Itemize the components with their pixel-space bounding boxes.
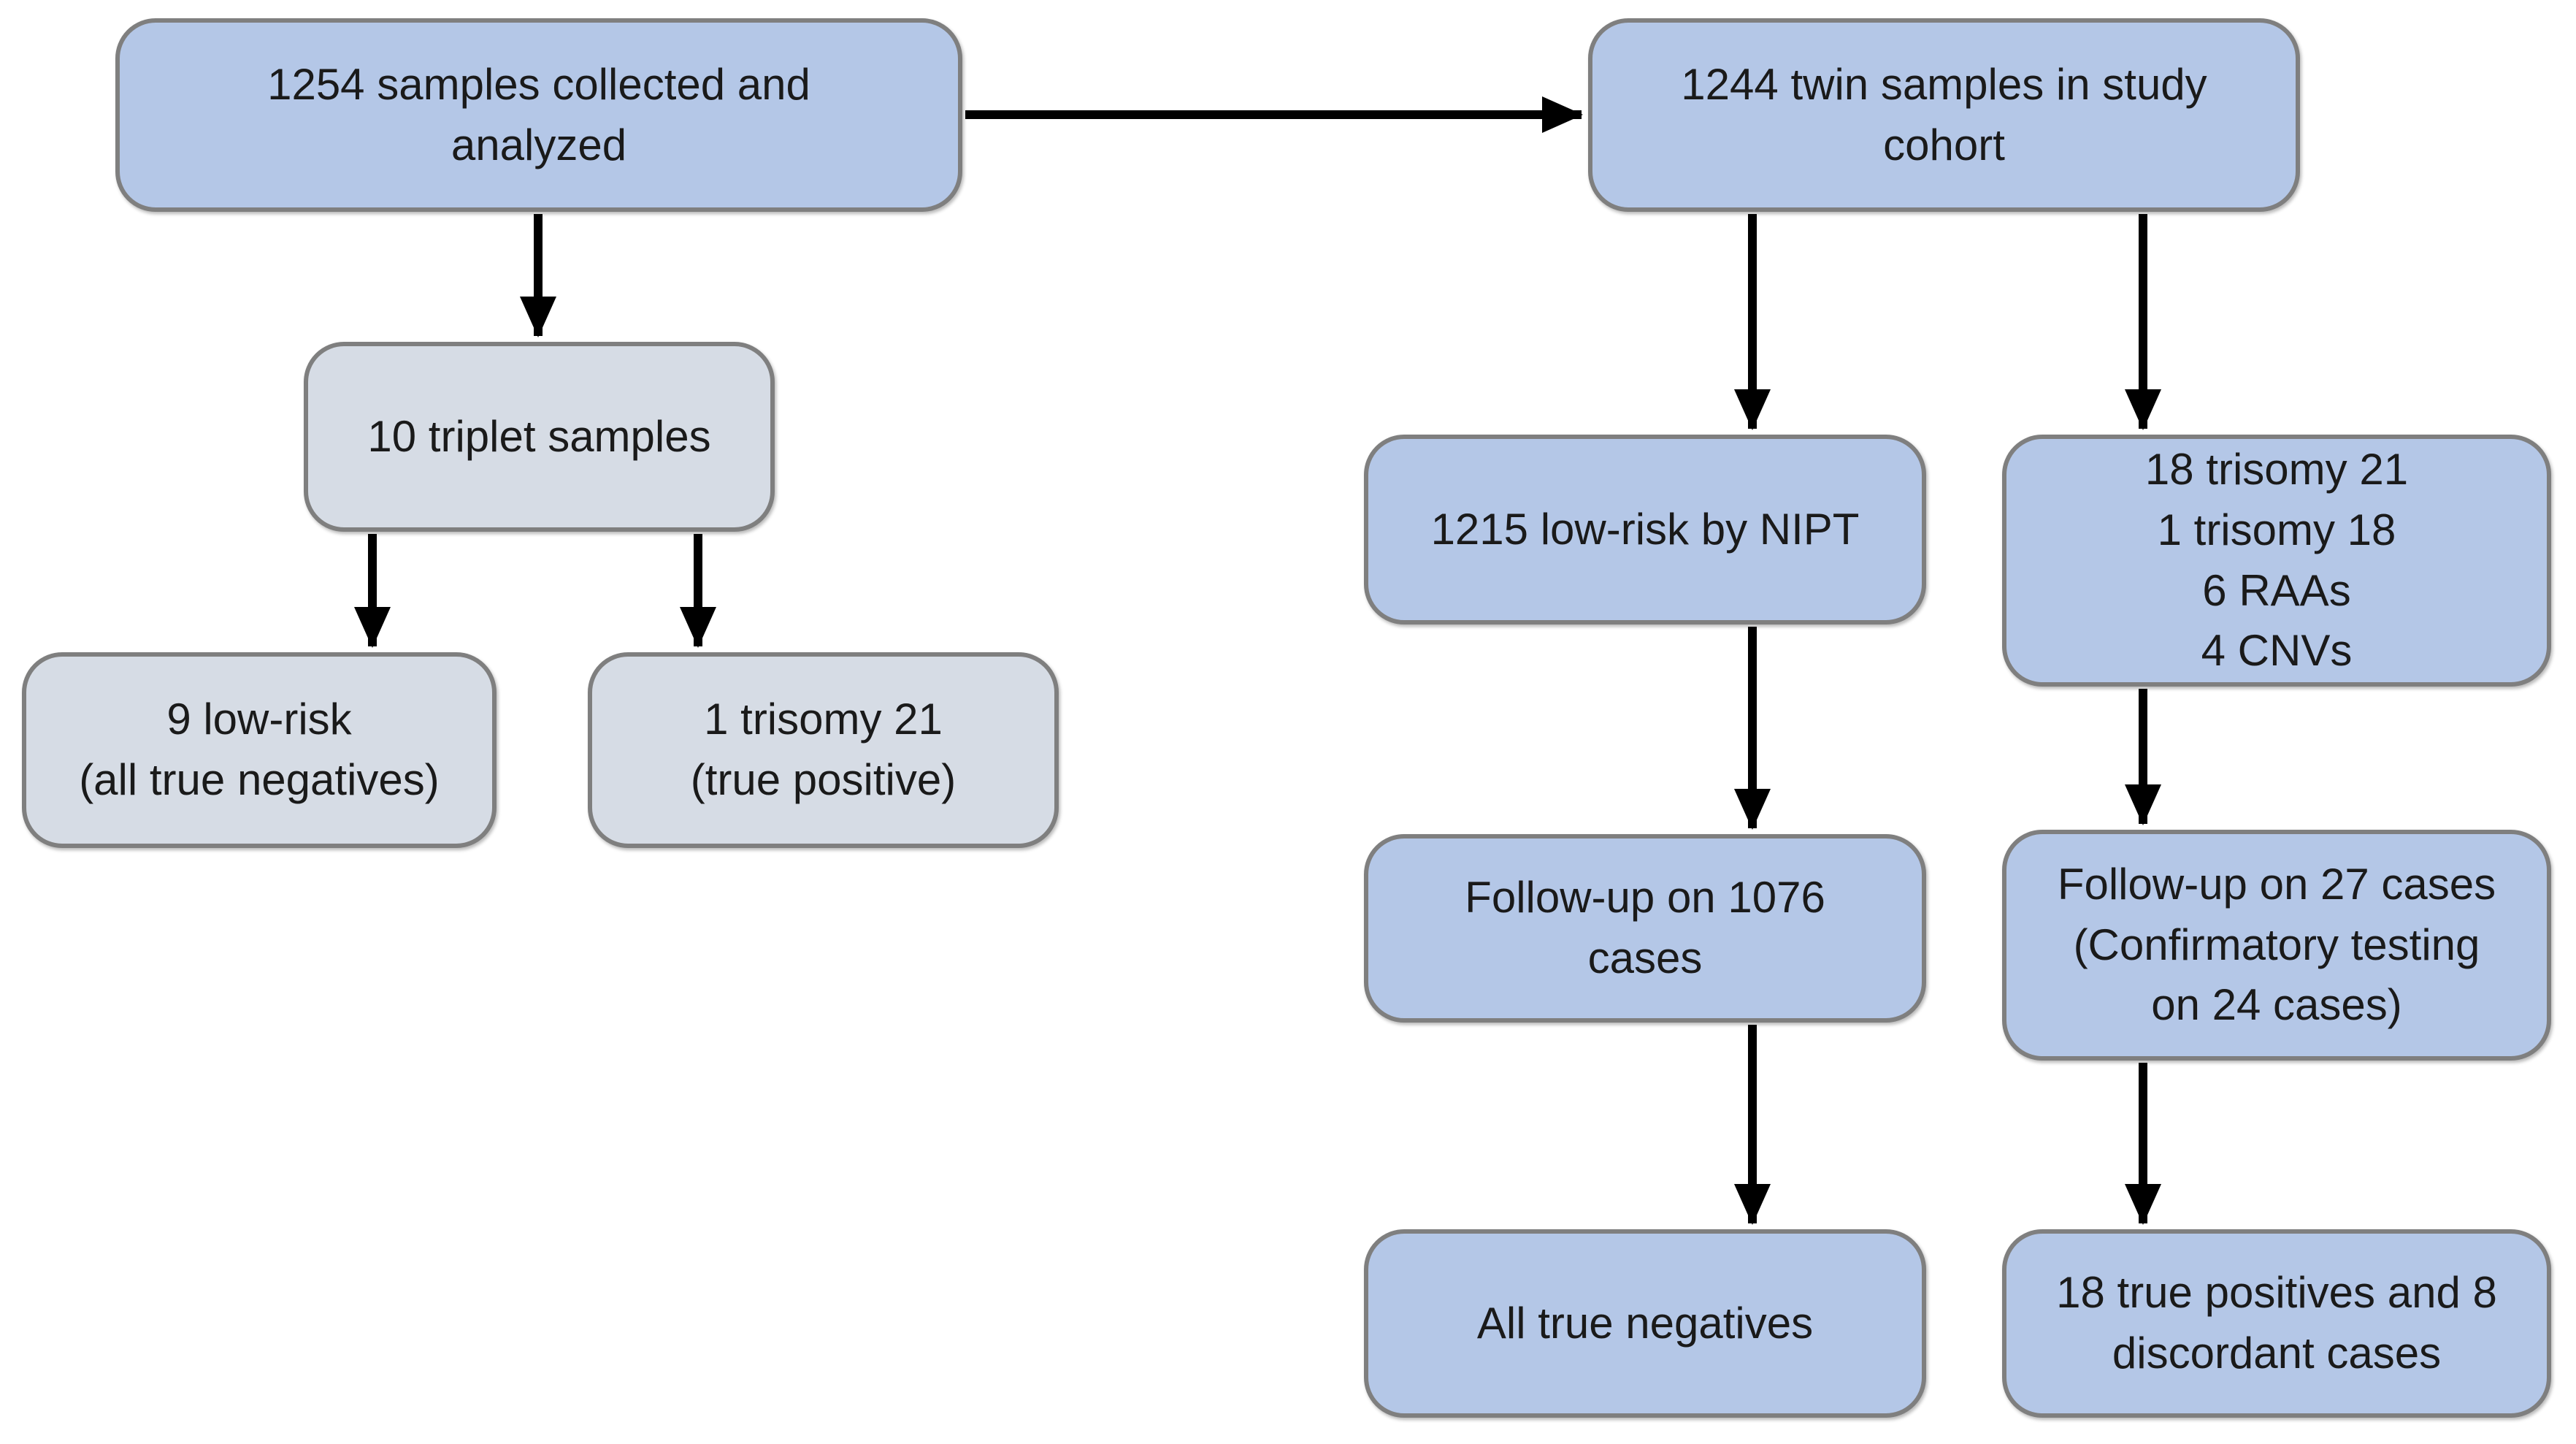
node-label: 1 trisomy 21 (true positive) [690, 695, 957, 804]
node-triplet-trisomy21: 1 trisomy 21 (true positive) [588, 652, 1059, 848]
node-label: Follow-up on 1076 cases [1465, 873, 1825, 982]
node-triplet-samples: 10 triplet samples [304, 342, 775, 532]
node-high-risk-findings: 18 trisomy 21 1 trisomy 18 6 RAAs 4 CNVs [2002, 435, 2551, 687]
node-followup-27: Follow-up on 27 cases (Confirmatory test… [2002, 830, 2551, 1061]
node-triplet-low-risk: 9 low-risk (all true negatives) [22, 652, 497, 848]
node-label: All true negatives [1476, 1298, 1814, 1348]
node-label: 9 low-risk (all true negatives) [79, 695, 440, 804]
node-followup-1076: Follow-up on 1076 cases [1364, 834, 1926, 1023]
node-label: 18 true positives and 8 discordant cases [2056, 1268, 2497, 1378]
node-samples-collected: 1254 samples collected and analyzed [115, 18, 962, 212]
node-label: 1244 twin samples in study cohort [1681, 59, 2207, 169]
node-label: 1215 low-risk by NIPT [1430, 504, 1860, 554]
node-twin-cohort: 1244 twin samples in study cohort [1588, 18, 2300, 212]
node-label: 1254 samples collected and analyzed [267, 59, 810, 169]
node-label: 10 triplet samples [367, 411, 711, 461]
node-label: 18 trisomy 21 1 trisomy 18 6 RAAs 4 CNVs [2144, 444, 2409, 676]
node-low-risk-nipt: 1215 low-risk by NIPT [1364, 435, 1926, 624]
node-label: Follow-up on 27 cases (Confirmatory test… [2057, 859, 2496, 1030]
node-true-positives-discordant: 18 true positives and 8 discordant cases [2002, 1229, 2551, 1418]
node-all-true-negatives: All true negatives [1364, 1229, 1926, 1418]
